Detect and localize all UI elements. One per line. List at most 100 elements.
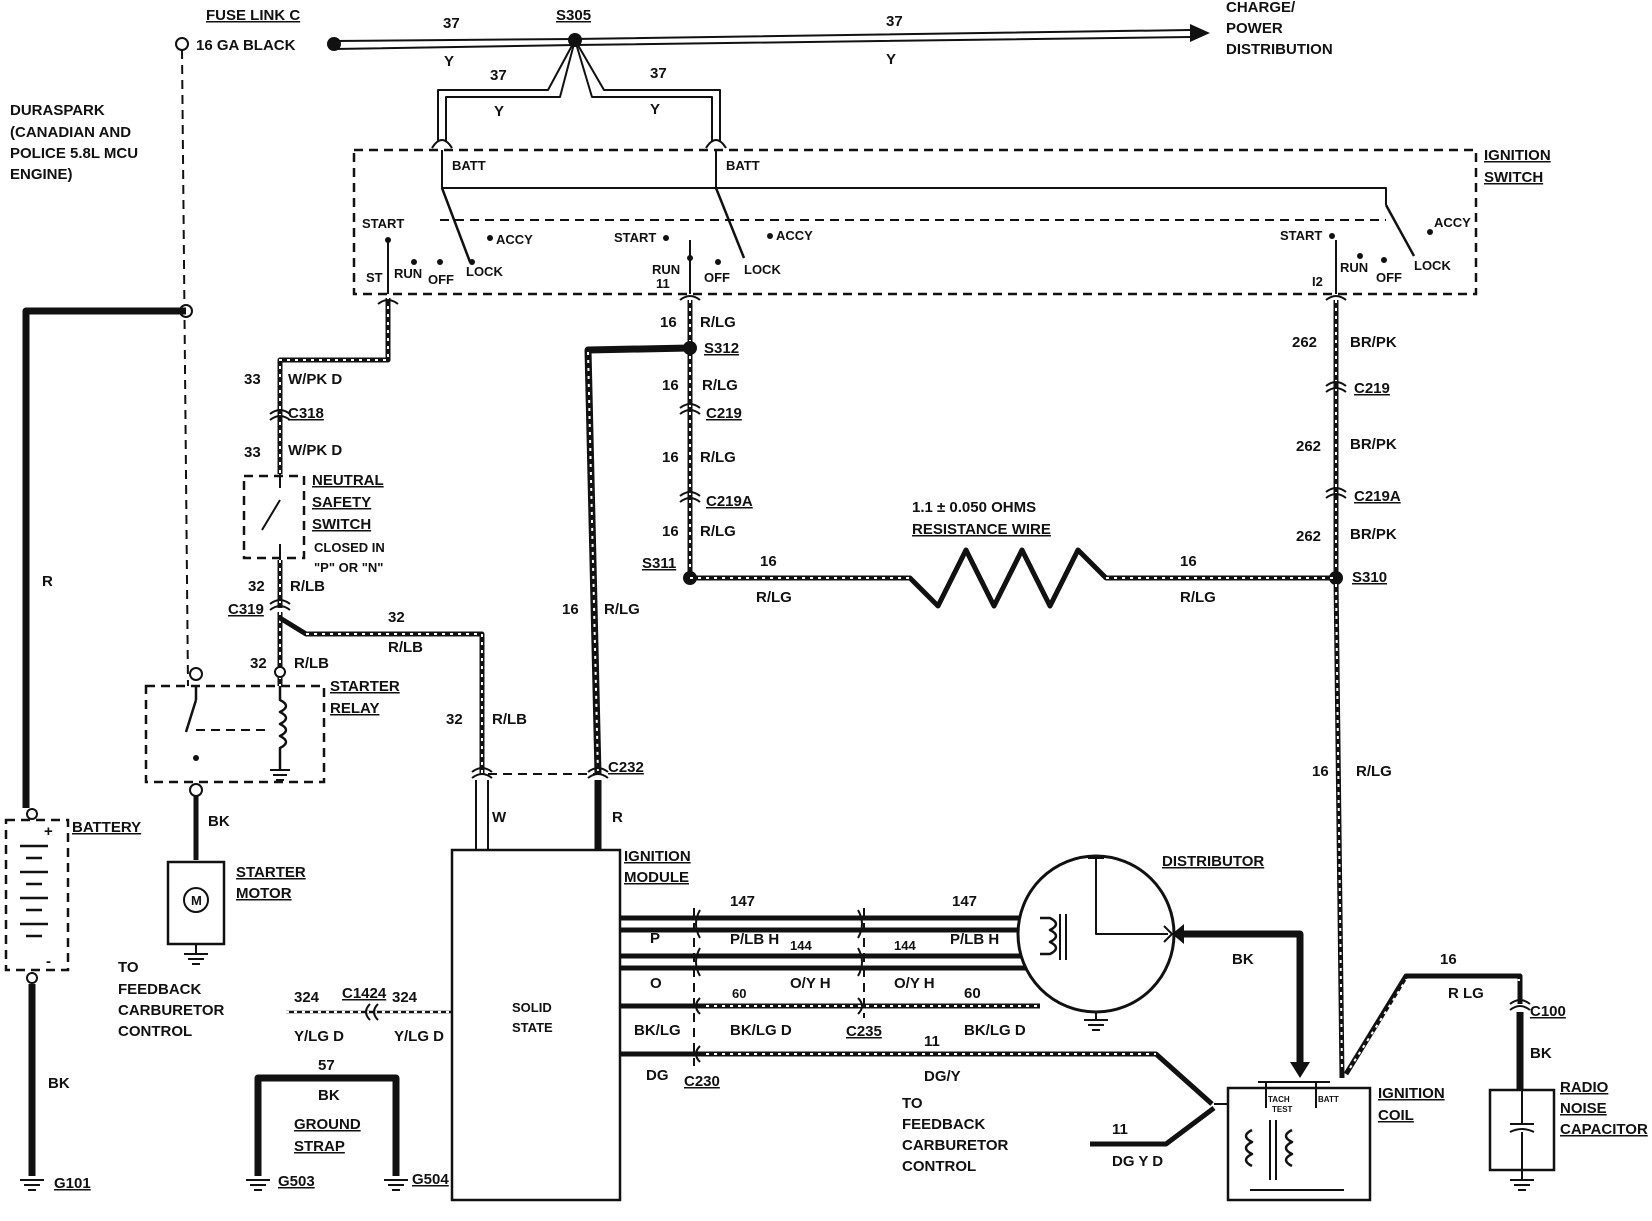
connector-batt-right xyxy=(705,139,727,149)
label-rlg-f: R/LG xyxy=(1180,589,1216,606)
label-i2: I2 xyxy=(1312,274,1323,289)
label-charge-1: CHARGE/ xyxy=(1226,0,1296,16)
label-to-feedback-3: CARBURETOR xyxy=(118,1002,225,1019)
ignition-module xyxy=(450,848,622,1202)
label-ign-coil-1: IGNITION xyxy=(1378,1085,1445,1102)
label-lock-1: LOCK xyxy=(466,264,503,279)
label-start-3: START xyxy=(1280,228,1322,243)
label-start-2: START xyxy=(614,230,656,245)
conn-c219-right xyxy=(1325,381,1347,393)
label-11-b: 11 xyxy=(924,1033,940,1050)
starter-relay-box xyxy=(144,684,326,784)
label-y-c: Y xyxy=(494,103,504,120)
label-to-feedback-2: FEEDBACK xyxy=(118,981,202,998)
label-g101: G101 xyxy=(54,1175,91,1192)
label-57: 57 xyxy=(318,1057,335,1074)
starter-motor-ground xyxy=(184,944,208,965)
label-60-a: 60 xyxy=(732,986,746,1001)
conn-st xyxy=(377,299,399,305)
label-bk-battery: BK xyxy=(48,1075,70,1092)
label-16-g: 16 xyxy=(562,601,579,618)
battery-positive-terminal xyxy=(26,808,38,820)
label-ign-mod-1: IGNITION xyxy=(624,848,691,865)
neutral-switch-contacts xyxy=(261,474,281,570)
label-plb-b: P/LB H xyxy=(950,931,999,948)
contact-run-left xyxy=(411,259,417,265)
label-c219a-b: C219A xyxy=(1354,488,1401,505)
module-output-wires xyxy=(620,908,1214,1106)
start-circuit xyxy=(242,298,493,850)
label-starter-motor-2: MOTOR xyxy=(236,885,292,902)
conn-c232-right xyxy=(587,767,609,779)
ground-strap xyxy=(246,1074,408,1191)
label-starter-motor-1: STARTER xyxy=(236,864,306,881)
label-tach: TACH xyxy=(1268,1095,1290,1104)
label-to-feedback2-1: TO xyxy=(902,1095,923,1112)
ignition-switch xyxy=(352,148,1478,296)
label-st: ST xyxy=(366,270,383,285)
label-bk-distributor: BK xyxy=(1232,951,1254,968)
label-to-feedback-4: CONTROL xyxy=(118,1023,192,1040)
charge-arrow xyxy=(1190,24,1210,42)
label-y-a: Y xyxy=(444,53,454,70)
relay-output-terminal xyxy=(189,783,203,797)
circuit-262-right xyxy=(1325,295,1347,585)
label-262-c: 262 xyxy=(1296,528,1321,545)
label-dgy: DG/Y xyxy=(924,1068,961,1085)
ground-g503 xyxy=(246,1179,270,1191)
label-dgyd: DG Y D xyxy=(1112,1153,1163,1170)
label-radio-1: RADIO xyxy=(1560,1079,1609,1096)
connector-c235-c230-outlines xyxy=(693,908,865,1066)
wire-16-to-coil xyxy=(1333,577,1345,1079)
label-bk-capacitor: BK xyxy=(1530,1045,1552,1062)
conn-c230-ends xyxy=(695,909,701,1063)
wire-r-battery xyxy=(22,307,186,808)
label-s310: S310 xyxy=(1352,569,1387,586)
contact-start-mid xyxy=(663,235,669,241)
label-y-d: Y xyxy=(650,101,660,118)
label-brpk-b: BR/PK xyxy=(1350,436,1397,453)
conn-c318 xyxy=(269,409,291,421)
label-c232: C232 xyxy=(608,759,644,776)
battery-cells xyxy=(20,844,48,938)
label-res-1: 1.1 ± 0.050 OHMS xyxy=(912,499,1036,516)
ground-strap-wire xyxy=(254,1074,400,1176)
contact-off-mid xyxy=(715,259,721,265)
wire-16-capacitor xyxy=(1343,973,1523,1076)
label-rlg-h: R/LG xyxy=(1356,763,1392,780)
label-c230: C230 xyxy=(684,1073,720,1090)
contact-accy-left xyxy=(487,235,493,241)
label-starter-relay-2: RELAY xyxy=(330,700,379,717)
label-32-c: 32 xyxy=(388,609,405,626)
label-solid-1: SOLID xyxy=(512,1000,552,1015)
coil-secondary xyxy=(1284,1128,1294,1168)
label-batt-2: BATT xyxy=(726,158,760,173)
distributor-pickup-coil xyxy=(1040,916,1058,956)
conn-c100 xyxy=(1509,999,1531,1011)
label-g504: G504 xyxy=(412,1171,449,1188)
coil-terminals xyxy=(1258,1081,1330,1108)
label-rlb-d: R/LB xyxy=(492,711,527,728)
c1424-circuit xyxy=(286,1003,452,1021)
label-y-b: Y xyxy=(886,51,896,68)
label-11: 11 xyxy=(656,276,670,291)
label-battery: BATTERY xyxy=(72,819,141,836)
label-fuse-link: FUSE LINK C xyxy=(206,7,300,24)
label-324-a: 324 xyxy=(294,989,320,1006)
label-oy-b: O/Y H xyxy=(894,975,935,992)
label-radio-3: CAPACITOR xyxy=(1560,1121,1648,1138)
label-16-i: 16 xyxy=(1440,951,1457,968)
label-lock-3: LOCK xyxy=(1414,258,1451,273)
label-oy-a: O/Y H xyxy=(790,975,831,992)
label-run-2: RUN xyxy=(652,262,680,277)
label-to-feedback2-3: CARBURETOR xyxy=(902,1137,1009,1154)
contact-off-left xyxy=(437,259,443,265)
label-c1424: C1424 xyxy=(342,985,387,1002)
label-16-d: 16 xyxy=(662,523,679,540)
label-37-b: 37 xyxy=(886,13,903,30)
label-distributor: DISTRIBUTOR xyxy=(1162,853,1264,870)
label-37-a: 37 xyxy=(443,15,460,32)
wire-37-branch-right-a xyxy=(574,39,721,142)
wire-32-c xyxy=(278,615,485,774)
